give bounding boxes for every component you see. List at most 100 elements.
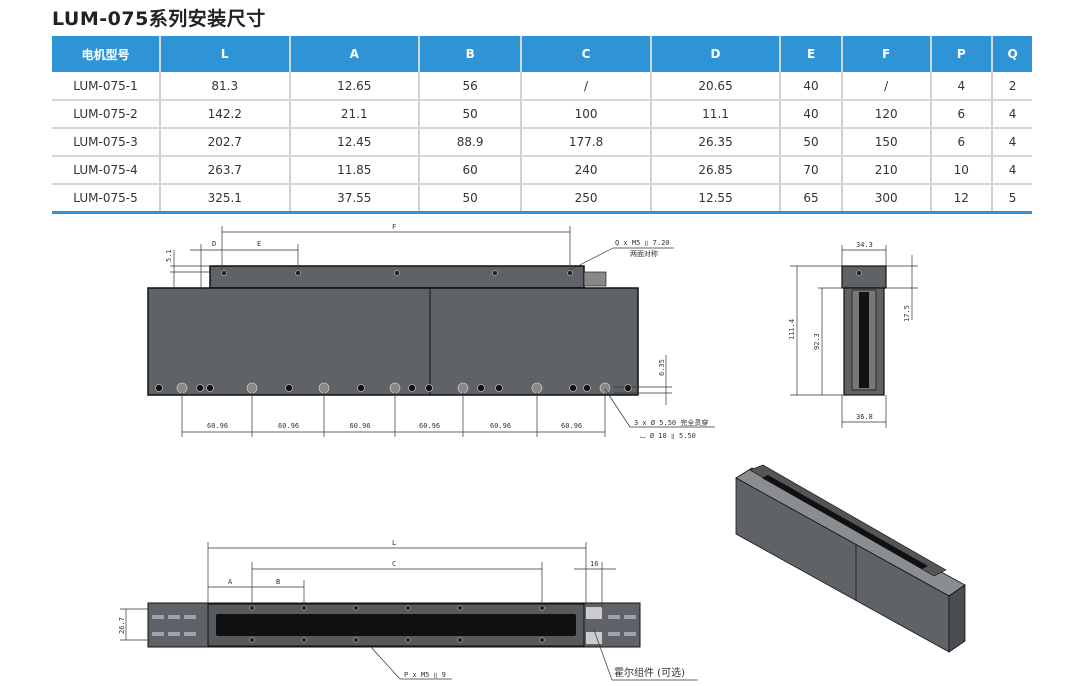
dim-pitch: 60.96 <box>490 422 511 430</box>
bottom-hole <box>583 384 591 392</box>
table-cell: LUM-075-1 <box>52 72 161 101</box>
bottom-hole <box>495 384 503 392</box>
mount-hole <box>394 270 400 276</box>
dim-D: D <box>212 240 216 248</box>
table-cell: 11.85 <box>289 156 420 185</box>
table-cell: 50 <box>419 100 523 129</box>
table-cell: 56 <box>419 72 523 101</box>
dim-B: B <box>276 578 280 586</box>
bottom-hole <box>408 384 416 392</box>
table-cell: 4 <box>992 100 1032 129</box>
isometric-view <box>735 464 966 653</box>
bottom-hole <box>389 382 401 394</box>
bottom-hole <box>531 382 543 394</box>
bottom-hole <box>206 384 214 392</box>
table-cell: 240 <box>521 156 652 185</box>
table-cell: 263.7 <box>160 156 291 185</box>
dim-16: 16 <box>590 560 598 568</box>
mount-hole <box>492 270 498 276</box>
dim-C: C <box>392 560 396 568</box>
q-thread-note: Q x M5 ⫫ 7.20 <box>615 239 670 247</box>
table-cell: 6 <box>930 128 994 157</box>
mount-hole <box>405 605 411 611</box>
side-view: 34.3 111.4 92.3 17.5 36.8 <box>788 241 918 428</box>
table-cell: 250 <box>521 184 652 214</box>
table-cell: 325.1 <box>160 184 291 214</box>
table-cell: 10 <box>930 156 994 185</box>
table-cell: / <box>521 72 652 101</box>
table-cell: 88.9 <box>419 128 523 157</box>
bottom-hole <box>246 382 258 394</box>
table-cell: 150 <box>841 128 932 157</box>
table-cell: 40 <box>780 72 843 101</box>
dim-pitch: 60.96 <box>278 422 299 430</box>
header-C: C <box>521 36 652 72</box>
table-cell: 50 <box>780 128 843 157</box>
header-model: 电机型号 <box>52 36 161 72</box>
table-cell: 202.7 <box>160 128 291 157</box>
table-header-row: 电机型号 L A B C D E F P Q <box>52 36 1032 72</box>
table-cell: LUM-075-3 <box>52 128 161 157</box>
dim-A: A <box>228 578 233 586</box>
mount-hole <box>353 605 359 611</box>
dim-L: L <box>392 539 396 547</box>
dim-92-3: 92.3 <box>813 333 821 350</box>
table-cell: 70 <box>780 156 843 185</box>
mount-hole <box>295 270 301 276</box>
table-cell: 60 <box>419 156 523 185</box>
table-cell: 50 <box>419 184 523 214</box>
mount-hole-note: 3 x Ø 5.50 完全贯穿 <box>634 418 708 427</box>
table-cell: 6 <box>930 100 994 129</box>
table-cell: 4 <box>992 128 1032 157</box>
page-title: LUM-075系列安装尺寸 <box>52 8 266 30</box>
bottom-hole <box>155 384 163 392</box>
mount-hole <box>405 637 411 643</box>
table-cell: 40 <box>780 100 843 129</box>
dim-F: F <box>392 223 396 231</box>
dim-111-4: 111.4 <box>788 319 796 340</box>
hall-sensor-note: 霍尔组件 (可选) <box>614 666 685 679</box>
table-cell: / <box>841 72 932 101</box>
mount-hole <box>221 270 227 276</box>
mount-hole <box>539 637 545 643</box>
table-cell: LUM-075-5 <box>52 184 161 214</box>
table-cell: 12.45 <box>289 128 420 157</box>
bottom-hole <box>176 382 188 394</box>
bottom-hole <box>318 382 330 394</box>
table-cell: 11.1 <box>650 100 782 129</box>
mount-hole <box>249 637 255 643</box>
table-cell: 142.2 <box>160 100 291 129</box>
header-F: F <box>841 36 932 72</box>
bottom-hole <box>457 382 469 394</box>
bottom-hole <box>569 384 577 392</box>
mount-hole <box>353 637 359 643</box>
dim-E: E <box>257 240 261 248</box>
mount-hole <box>457 605 463 611</box>
bottom-hole <box>624 384 632 392</box>
table-cell: 300 <box>841 184 932 214</box>
header-E: E <box>780 36 843 72</box>
dim-pitch: 60.96 <box>207 422 228 430</box>
bottom-hole <box>425 384 433 392</box>
table-cell: 65 <box>780 184 843 214</box>
dim-26-7: 26.7 <box>118 617 126 634</box>
dim-6-35: 6.35 <box>658 359 666 376</box>
dim-17-5: 17.5 <box>903 305 911 322</box>
table-cell: 37.55 <box>289 184 420 214</box>
table-cell: LUM-075-4 <box>52 156 161 185</box>
dim-5-1: 5.1 <box>165 249 173 262</box>
dim-36-8: 36.8 <box>856 413 873 421</box>
bottom-view: L C A B 16 26.7 P x M5 ⫫ 9 霍尔组件 (可选) <box>118 539 698 681</box>
bottom-hole <box>196 384 204 392</box>
dim-pitch: 60.96 <box>350 422 371 430</box>
table-cell: 120 <box>841 100 932 129</box>
table-cell: 210 <box>841 156 932 185</box>
dim-pitch: 60.96 <box>419 422 440 430</box>
bottom-hole <box>477 384 485 392</box>
